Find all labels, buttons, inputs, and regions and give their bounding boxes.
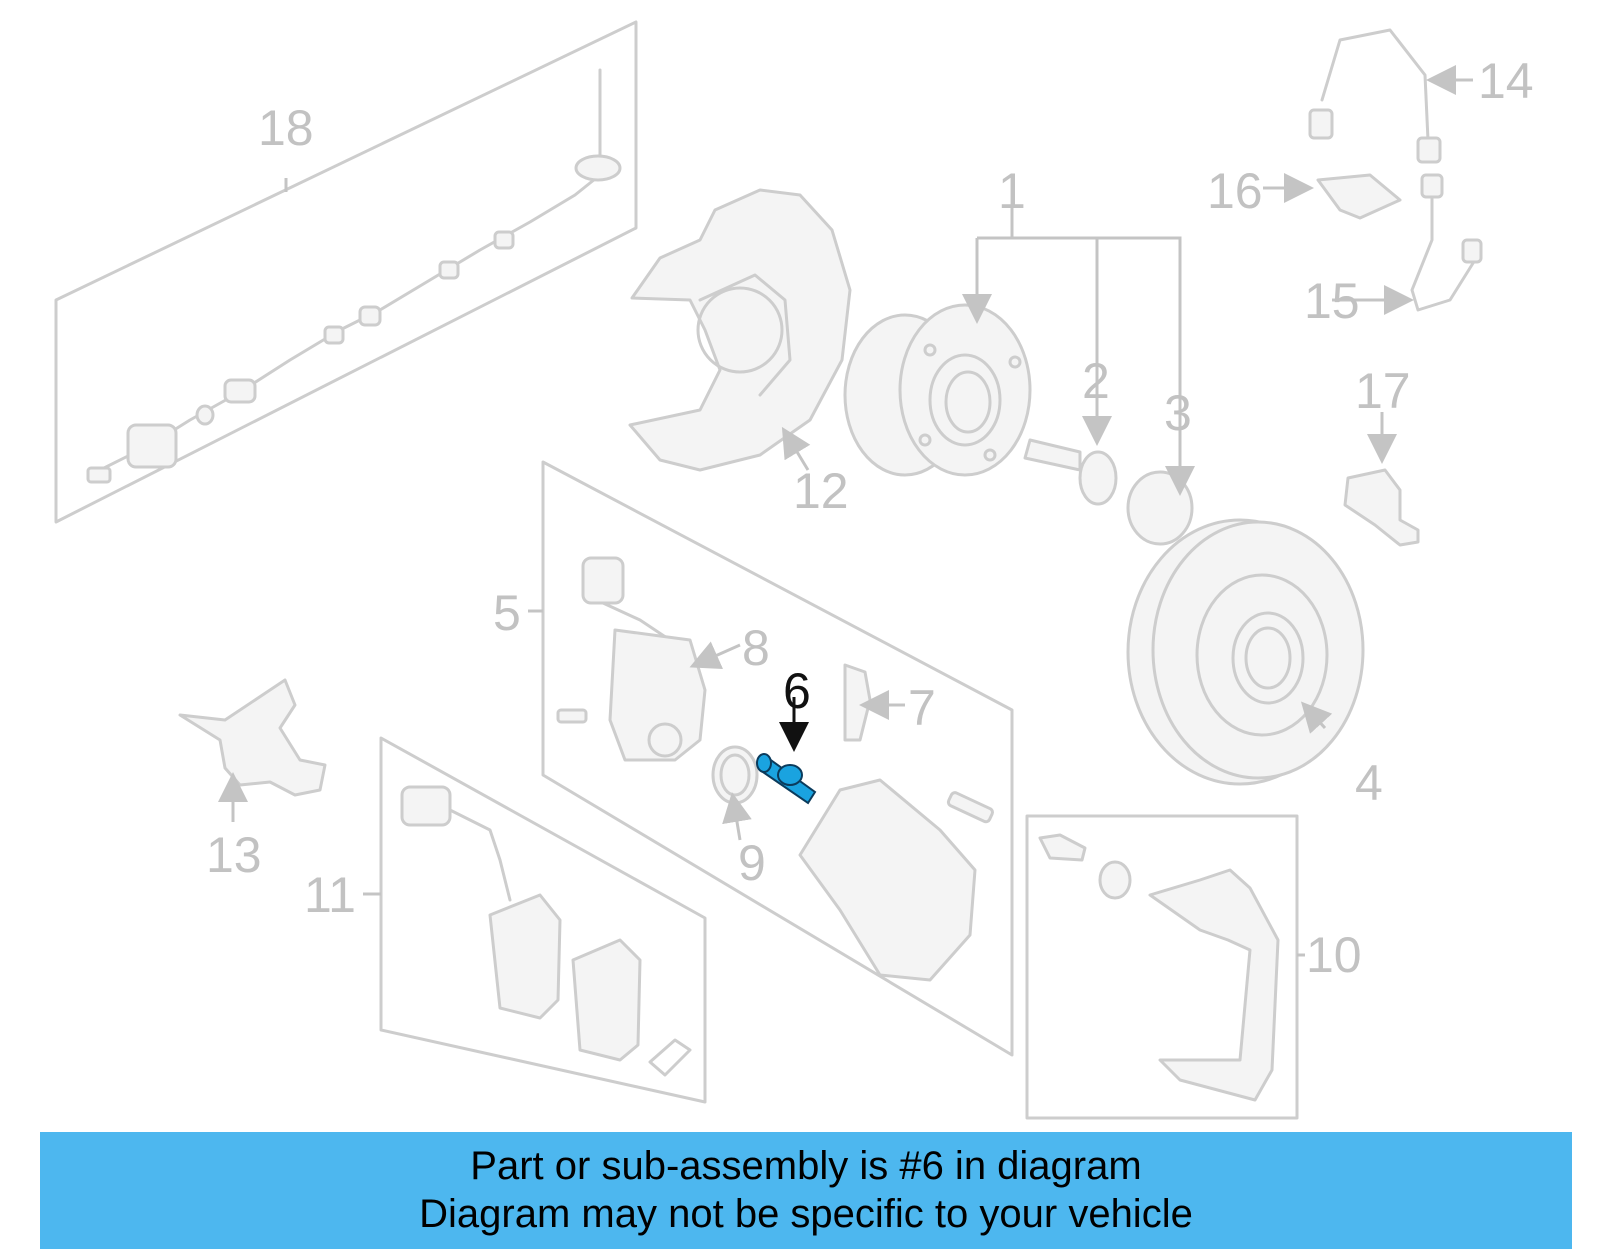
callout-8: 8 — [742, 620, 770, 676]
callout-2: 2 — [1082, 353, 1110, 409]
hub-cap — [1126, 470, 1194, 546]
callout-7: 7 — [908, 680, 936, 736]
callout-17: 17 — [1355, 363, 1411, 419]
caliper-carrier-panel — [1025, 814, 1299, 1120]
callout-13: 13 — [206, 827, 262, 883]
callout-10: 10 — [1306, 927, 1362, 983]
wheel-hub-bearing — [843, 303, 1032, 477]
callout-14: 14 — [1478, 53, 1534, 109]
callout-11: 11 — [304, 867, 356, 923]
wheel-speed-sensor — [1343, 468, 1420, 547]
callout-18: 18 — [258, 100, 314, 156]
callout-1: 1 — [998, 163, 1026, 219]
banner-line-2: Diagram may not be specific to your vehi… — [419, 1192, 1193, 1236]
caliper-kit-panel — [541, 460, 1014, 1057]
callout-numbers: 1 2 3 4 5 6 7 8 9 10 11 12 13 14 15 16 1… — [206, 53, 1534, 983]
abs-harness-panel — [54, 20, 638, 524]
banner-line-1: Part or sub-assembly is #6 in diagram — [470, 1144, 1142, 1188]
callout-4: 4 — [1355, 755, 1383, 811]
mounting-bracket — [178, 678, 327, 797]
brake-hoses — [1308, 28, 1483, 312]
callout-16: 16 — [1207, 163, 1263, 219]
brake-pads-panel — [379, 736, 707, 1104]
leader-lines — [218, 65, 1473, 957]
callout-12: 12 — [793, 463, 849, 519]
callout-9: 9 — [738, 835, 766, 891]
info-banner: Part or sub-assembly is #6 in diagram Di… — [40, 1132, 1572, 1249]
callout-3: 3 — [1164, 385, 1192, 441]
hub-bolt — [1023, 438, 1118, 506]
callout-5: 5 — [493, 585, 521, 641]
callout-15: 15 — [1304, 273, 1360, 329]
callout-6-highlighted: 6 — [783, 663, 811, 719]
brake-rotor — [1126, 518, 1365, 786]
brake-dust-shield — [628, 188, 852, 472]
bleeder-screw-highlighted — [756, 753, 817, 805]
